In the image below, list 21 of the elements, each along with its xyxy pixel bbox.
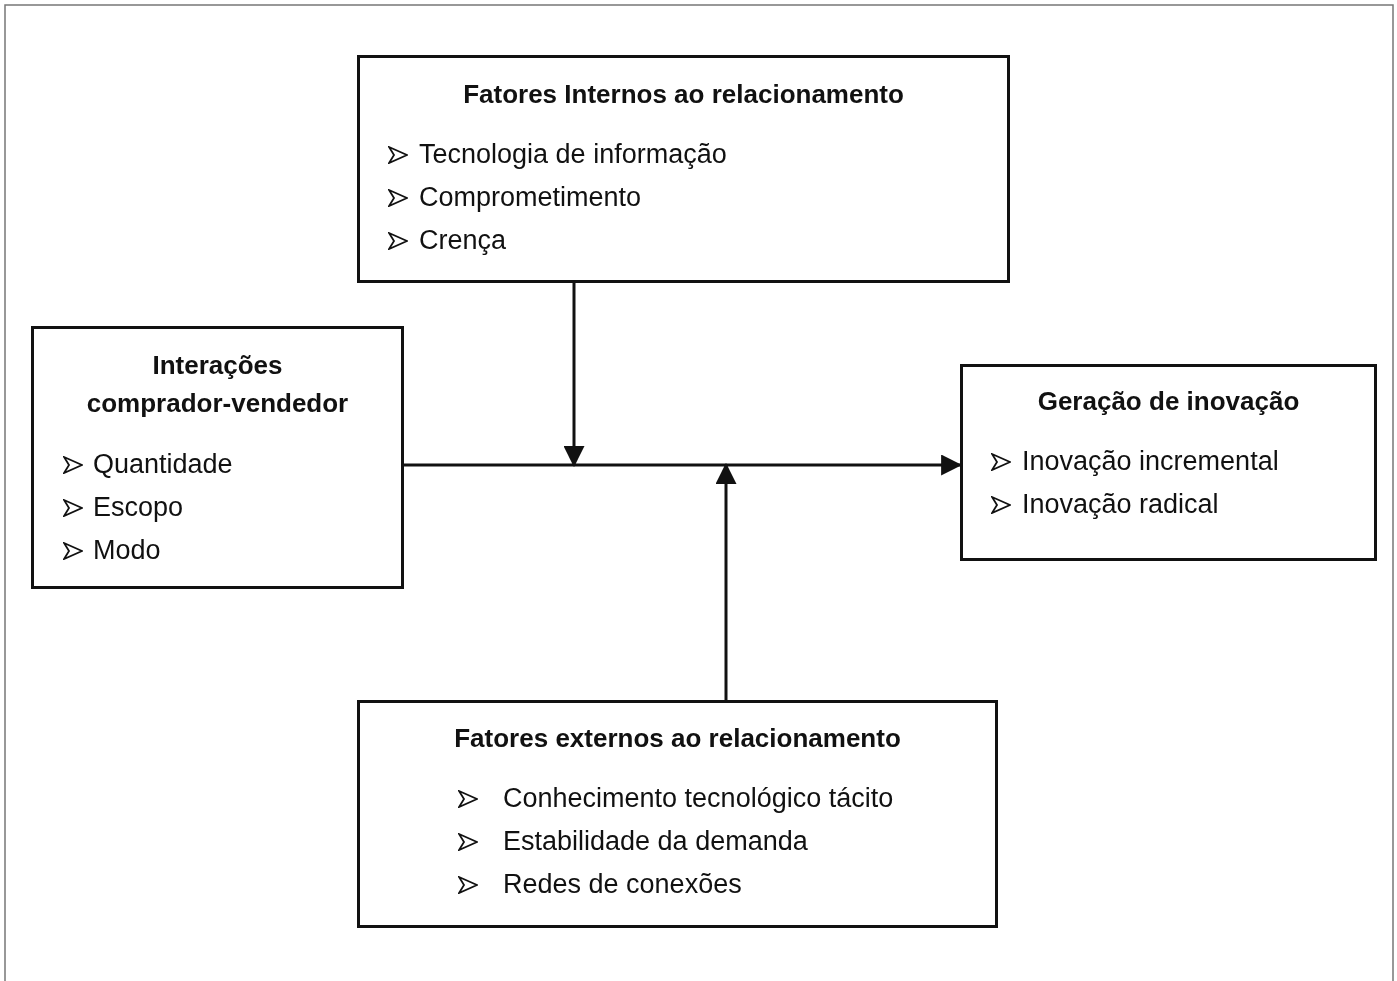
- list-item: Tecnologia de informação: [419, 138, 727, 171]
- arrow: [715, 462, 737, 700]
- list-item: Quantidade: [93, 448, 233, 481]
- box-heading: Fatores Internos ao relacionamento: [462, 78, 905, 110]
- list-item: Crença: [419, 224, 507, 257]
- text-box: [357, 55, 1010, 283]
- text-box: [357, 700, 998, 928]
- list-item: Estabilidade da demanda: [503, 825, 808, 858]
- arrow: [563, 283, 585, 468]
- text-box: [960, 364, 1377, 561]
- list-item: Modo: [93, 534, 161, 567]
- box-heading: Interações comprador-vendedor: [85, 349, 350, 420]
- list-item: Escopo: [93, 491, 184, 524]
- list-item: Conhecimento tecnológico tácito: [503, 782, 894, 815]
- list-item: Comprometimento: [419, 181, 642, 214]
- text-box: [31, 326, 404, 589]
- box-heading: Fatores externos ao relacionamento: [453, 722, 902, 754]
- list-item: Inovação radical: [1022, 488, 1219, 521]
- box-heading: Geração de inovação: [1036, 385, 1301, 417]
- list-item: Inovação incremental: [1022, 445, 1279, 478]
- list-item: Redes de conexões: [503, 868, 742, 901]
